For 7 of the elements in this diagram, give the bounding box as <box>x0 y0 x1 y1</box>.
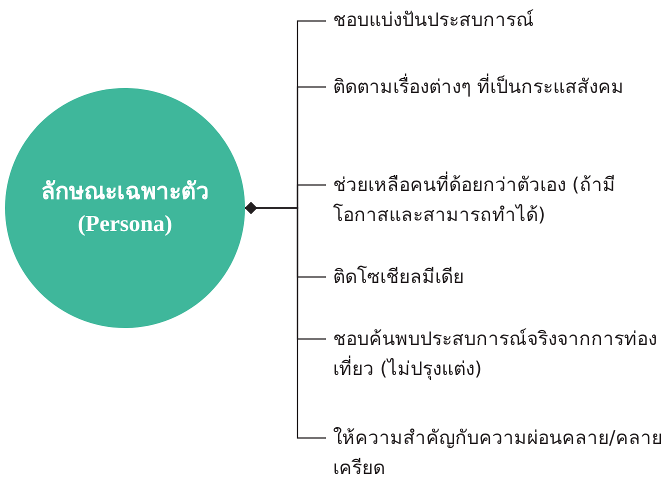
trait-text: ติดตามเรื่องต่างๆ ที่เป็นกระแสสังคม <box>333 72 666 102</box>
trait-text: ชอบแบ่งปันประสบการณ์ <box>333 8 535 33</box>
trait-text: ติดโซเชียลมีเดีย <box>333 264 465 290</box>
trait-text: ช่วยเหลือคนที่ด้อยกว่าตัวเอง (ถ้ามีโอกาสและสามารถทำได้) <box>333 170 666 230</box>
topic-circle: ลักษณะเฉพาะตัว (Persona) <box>5 88 245 328</box>
trait-text: ชอบค้นพบประสบการณ์จริงจากการท่องเที่ยว (ไม่ปรุงแต่ง) <box>333 327 658 382</box>
trait-text: ให้ความสำคัญกับความผ่อนคลาย/คลายเครียด <box>333 426 664 481</box>
